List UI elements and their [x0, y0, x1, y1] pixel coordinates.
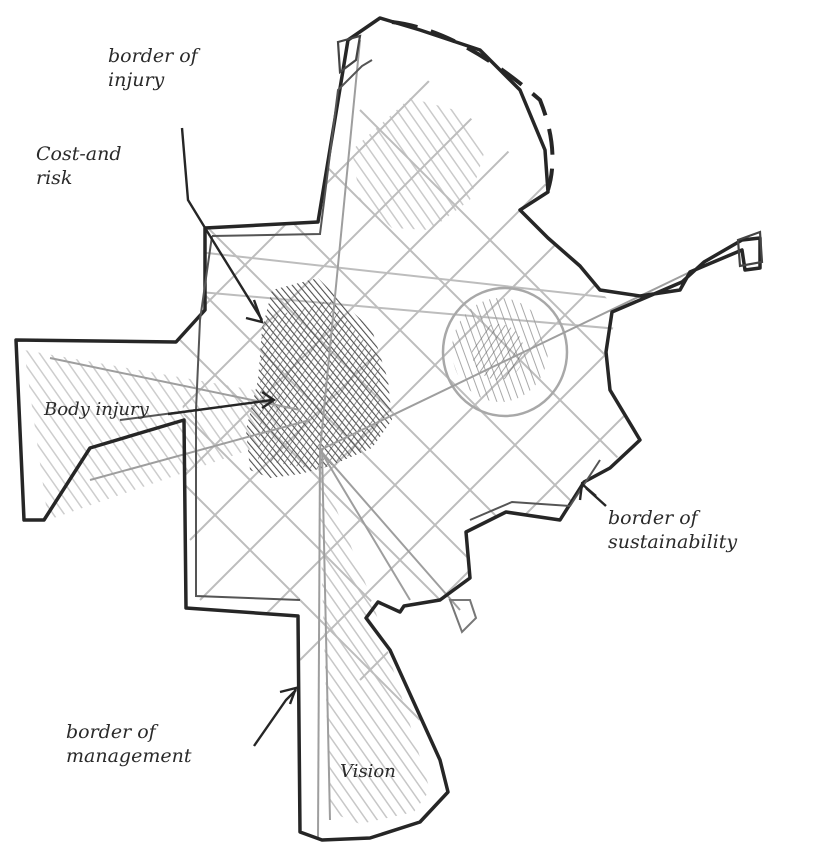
shaded-zone-upper — [352, 98, 485, 230]
label-border-of-sustainability-line1: border of — [608, 506, 737, 530]
label-cost-and-risk-line2: risk — [36, 166, 122, 190]
label-border-of-sustainability: border of sustainability — [608, 506, 737, 554]
label-border-of-injury: border of injury — [108, 44, 198, 92]
label-cost-and-risk-line1: Cost-and — [36, 142, 122, 166]
label-body-injury: Body injury — [44, 398, 149, 422]
flag-bottom — [450, 600, 476, 632]
label-border-of-injury-line2: injury — [108, 68, 198, 92]
label-border-of-management-line2: management — [66, 744, 191, 768]
label-border-of-sustainability-line2: sustainability — [608, 530, 737, 554]
body-injury-wedge — [24, 350, 282, 520]
label-vision: Vision — [340, 760, 396, 784]
label-border-of-management: border of management — [66, 720, 191, 768]
label-cost-and-risk: Cost-and risk — [36, 142, 122, 190]
label-border-of-management-line1: border of — [66, 720, 191, 744]
secondary-focus-area — [443, 288, 567, 416]
label-border-of-injury-line1: border of — [108, 44, 198, 68]
